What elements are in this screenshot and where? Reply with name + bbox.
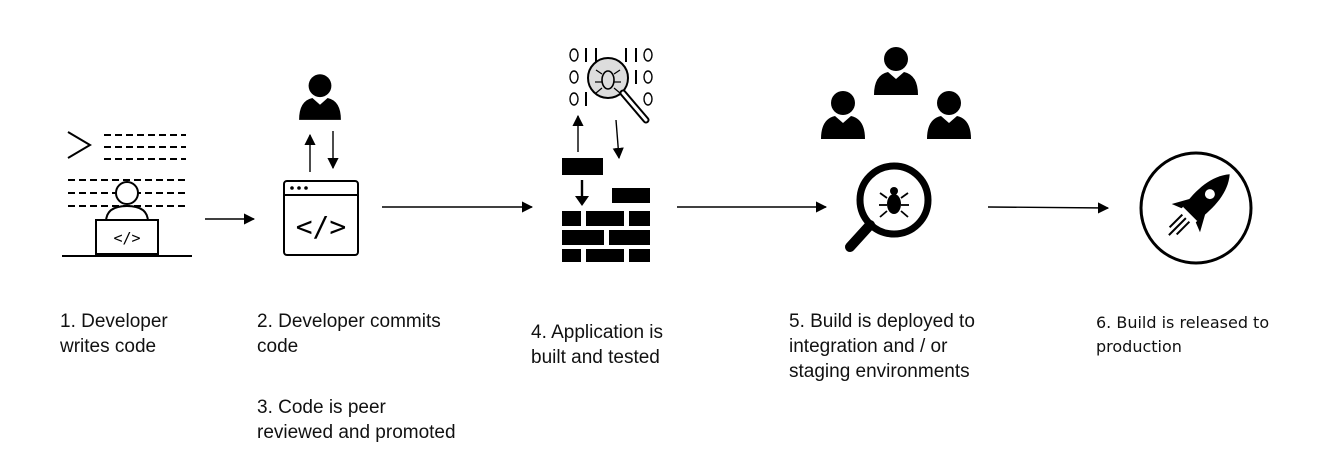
svg-text:</>: </> — [113, 229, 140, 247]
step-6-caption: 6. Build is released to production — [1096, 313, 1270, 356]
step-4-caption: 4. Application is built and tested — [531, 322, 664, 368]
step-3-caption: 3. Code is peer reviewed and promoted — [257, 397, 456, 443]
bug-magnifier-team-icon — [845, 162, 932, 252]
rocket-icon — [1139, 151, 1253, 265]
step-2-caption: 2. Developer commits code — [257, 311, 441, 357]
brick-wall-build-icon — [562, 158, 650, 262]
bug-testing-icon — [569, 48, 653, 124]
step-5-caption: 5. Build is deployed to integration and … — [789, 311, 975, 382]
developer-laptop-icon: </> — [62, 131, 192, 257]
team-people-icon — [821, 47, 971, 139]
code-window-icon: </> — [283, 180, 359, 256]
reviewer-person-icon — [299, 74, 341, 120]
step-1-caption: 1. Developer writes code — [60, 311, 168, 357]
svg-text:</>: </> — [296, 210, 347, 243]
